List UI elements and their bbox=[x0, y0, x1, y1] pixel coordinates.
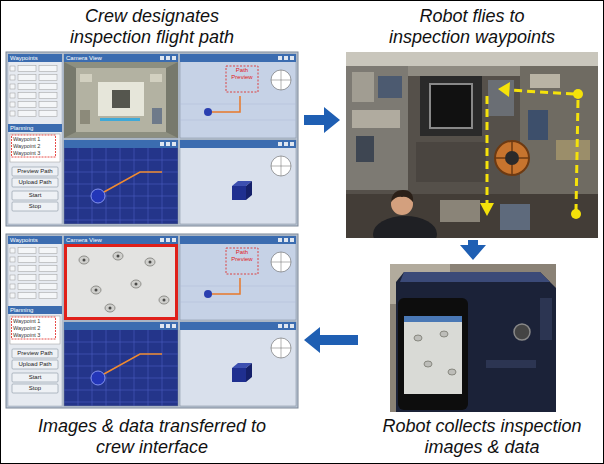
waypoint-item: Waypoint 1 bbox=[13, 318, 53, 325]
panel-title: Camera View bbox=[66, 237, 146, 244]
button-label: Preview Path bbox=[12, 350, 58, 357]
step-caption: Robot flies to inspection waypoints bbox=[377, 6, 567, 48]
flow-arrow bbox=[460, 240, 486, 260]
step-caption: Robot collects inspection images & data bbox=[364, 416, 600, 458]
waypoint-item: Waypoint 1 bbox=[13, 136, 53, 143]
panel-title: Planning bbox=[10, 307, 60, 314]
button-label: Stop bbox=[12, 385, 58, 392]
button-label: Upload Path bbox=[12, 361, 58, 368]
button-label: Start bbox=[12, 374, 58, 381]
button-label: Stop bbox=[12, 203, 58, 210]
step-caption: Images & data transferred to crew interf… bbox=[21, 416, 283, 458]
step-panel: Robot collects inspection images & data bbox=[362, 262, 602, 460]
waypoint-item: Waypoint 3 bbox=[13, 332, 53, 339]
step-panel: Crew designates inspection flight path bbox=[4, 6, 300, 228]
waypoint-item: Waypoint 2 bbox=[13, 325, 53, 332]
flow-arrow bbox=[304, 107, 340, 133]
button-label: Upload Path bbox=[12, 179, 58, 186]
waypoint-item: Waypoint 2 bbox=[13, 143, 53, 150]
panel-title: Planning bbox=[10, 125, 60, 132]
crew-interface-screenshot bbox=[6, 234, 298, 408]
flow-arrow bbox=[304, 327, 358, 353]
station-photo bbox=[346, 52, 598, 238]
robot-photo bbox=[390, 264, 556, 412]
panel-title: Waypoints bbox=[10, 237, 60, 244]
inspection-image bbox=[64, 244, 178, 320]
waypoint-item: Waypoint 3 bbox=[13, 150, 53, 157]
step-caption: Crew designates inspection flight path bbox=[52, 6, 252, 48]
preview-label: Path Preview bbox=[228, 249, 256, 263]
step-panel: Robot flies to inspection waypoints bbox=[344, 6, 600, 238]
camera-image bbox=[64, 62, 178, 138]
panel-title: Waypoints bbox=[10, 55, 60, 62]
step-panel: Images & data transferred to crew interf… bbox=[4, 232, 300, 460]
button-label: Preview Path bbox=[12, 168, 58, 175]
button-label: Start bbox=[12, 192, 58, 199]
panel-title: Camera View bbox=[66, 55, 146, 62]
preview-label: Path Preview bbox=[228, 67, 256, 81]
crew-interface-screenshot bbox=[6, 52, 298, 226]
